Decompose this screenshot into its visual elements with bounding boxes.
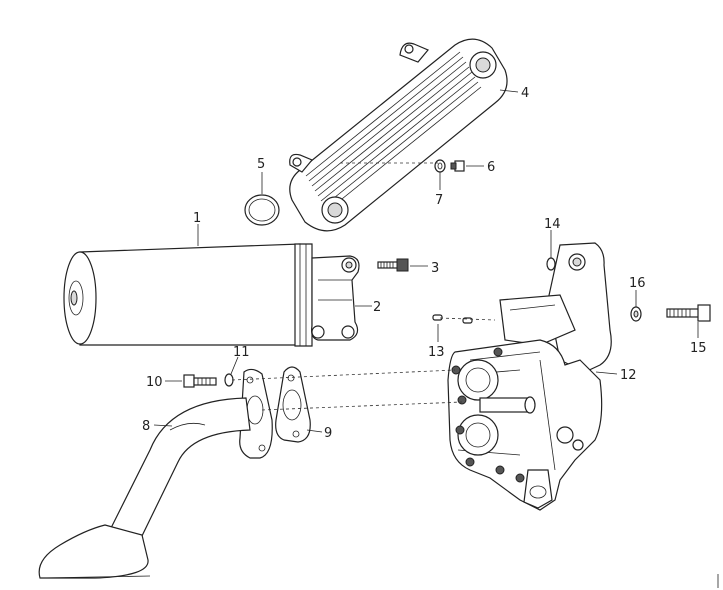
washer-16 [630,306,642,322]
bolt-10 [183,374,217,388]
callout-16: 16 [629,276,646,291]
gasket-9 [275,366,311,443]
washer-7 [434,159,446,173]
callout-6: 6 [487,160,495,175]
callout-7: 7 [435,193,443,208]
oil-pump-assembly [447,242,612,511]
oil-cooler [289,38,508,232]
o-ring-5 [244,194,280,226]
callout-3: 3 [431,261,439,276]
callout-12: 12 [620,368,637,383]
callout-8: 8 [142,419,150,434]
callout-labels: 1 2 3 4 5 6 7 8 9 10 11 12 13 14 15 16 [142,86,707,441]
callout-14: 14 [544,217,561,232]
filter-head [311,255,360,341]
callout-10: 10 [146,375,163,390]
dowel-pins-13 [432,314,473,324]
plug-6 [450,160,465,172]
bolt-3 [377,258,409,272]
callout-15: 15 [690,341,707,356]
callout-13: 13 [428,345,445,360]
callout-5: 5 [257,157,265,172]
callout-4: 4 [521,86,529,101]
suction-pipe [38,368,273,579]
callout-1: 1 [193,211,201,226]
callout-9: 9 [324,426,332,441]
alignment-lines [231,162,496,411]
callout-11: 11 [233,345,250,360]
bolt-15 [666,304,711,322]
seal-14 [546,257,556,271]
leader-lines [153,89,699,433]
washer-11 [224,373,234,387]
oil-filter [63,243,313,347]
callout-2: 2 [373,300,381,315]
